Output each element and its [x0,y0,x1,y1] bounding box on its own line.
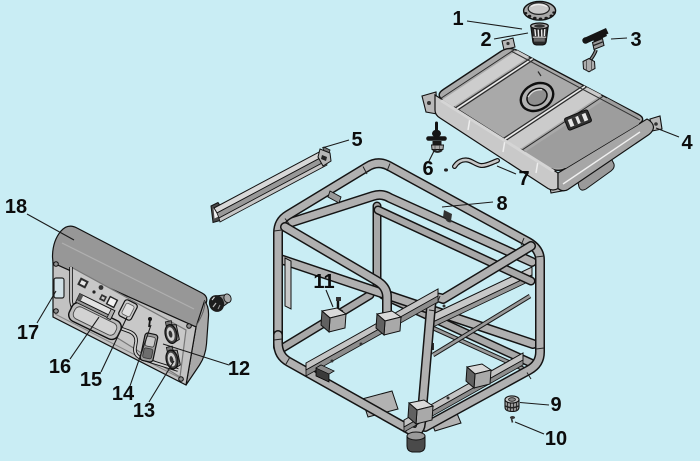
svg-text:9: 9 [550,394,561,416]
svg-text:3: 3 [630,29,641,51]
svg-text:10: 10 [545,428,567,450]
svg-text:15: 15 [80,369,102,391]
svg-text:17: 17 [17,322,39,344]
svg-text:8: 8 [496,193,507,215]
svg-text:11: 11 [313,271,334,293]
svg-text:14: 14 [112,383,135,405]
svg-text:16: 16 [49,356,71,378]
svg-text:6: 6 [422,158,433,180]
svg-text:5: 5 [351,129,362,151]
svg-text:18: 18 [5,196,27,218]
svg-text:1: 1 [452,8,463,30]
svg-text:4: 4 [681,132,693,154]
svg-text:13: 13 [133,400,155,422]
svg-text:12: 12 [228,358,250,380]
svg-text:2: 2 [480,29,491,51]
svg-text:7: 7 [518,168,529,190]
